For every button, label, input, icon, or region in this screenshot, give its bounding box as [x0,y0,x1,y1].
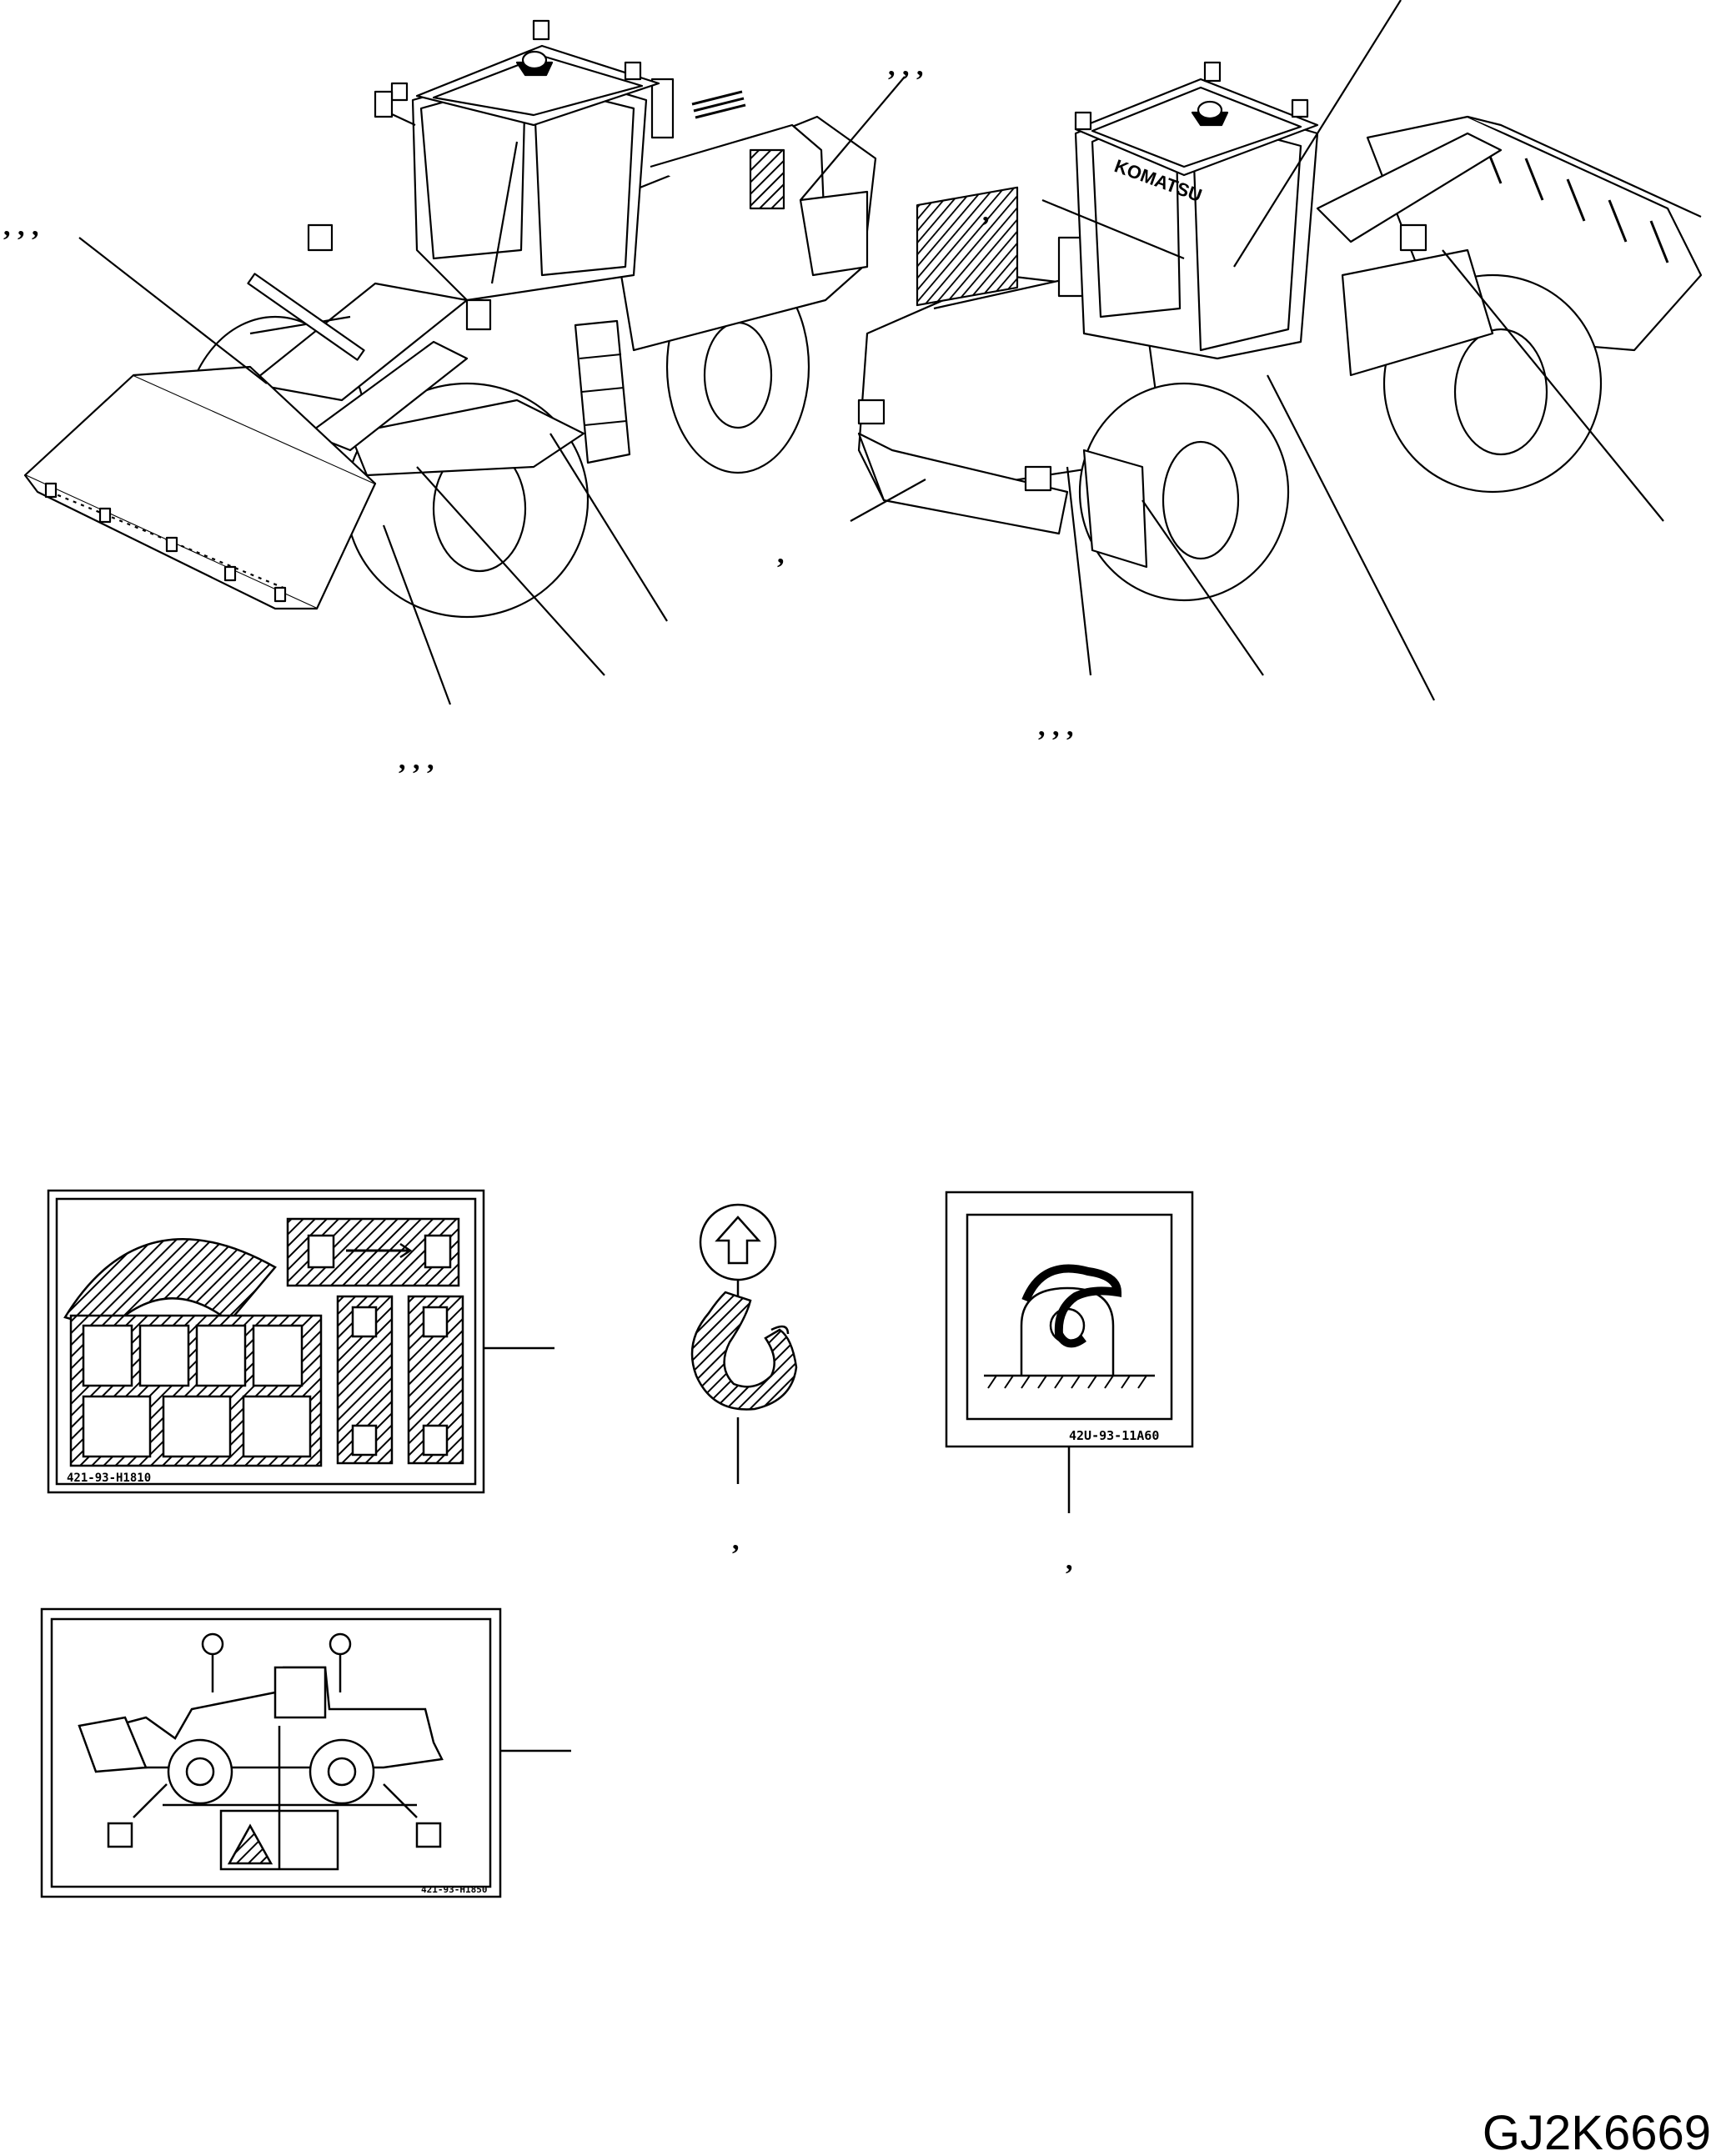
tie-down-callout: , [1066,1545,1073,1576]
callout-6: , , , [1038,711,1074,742]
wheel-loader-front-view [23,19,877,619]
lifting-points-decal: 421-93-H1850 [40,1607,502,1898]
tie-down-part-number: 42U-93-11A60 [1069,1428,1159,1443]
lift-hook-callout: , [732,1525,740,1556]
lifting-points-part-number: 421-93-H1850 [421,1884,487,1895]
callout-2: , , , [888,51,924,82]
lever-lock-decal: 421-93-H1810 [47,1189,485,1494]
callout-4: , [777,539,785,569]
callout-labels: , , , , , , , , , , , , , , [3,51,1074,775]
lift-hook-decal [690,1203,798,1411]
callout-5: , , , [399,745,434,775]
callout-1: , , , [3,211,39,242]
drawing-id: GJ2K6669 [1483,2106,1711,2156]
wheel-loader-rear-view: KOMATSU [857,61,1703,602]
callout-3: , [982,197,990,228]
lever-lock-part-number: 421-93-H1810 [67,1472,151,1485]
leader-lines [78,0,1664,705]
tie-down-decal: 42U-93-11A60 [945,1191,1194,1448]
